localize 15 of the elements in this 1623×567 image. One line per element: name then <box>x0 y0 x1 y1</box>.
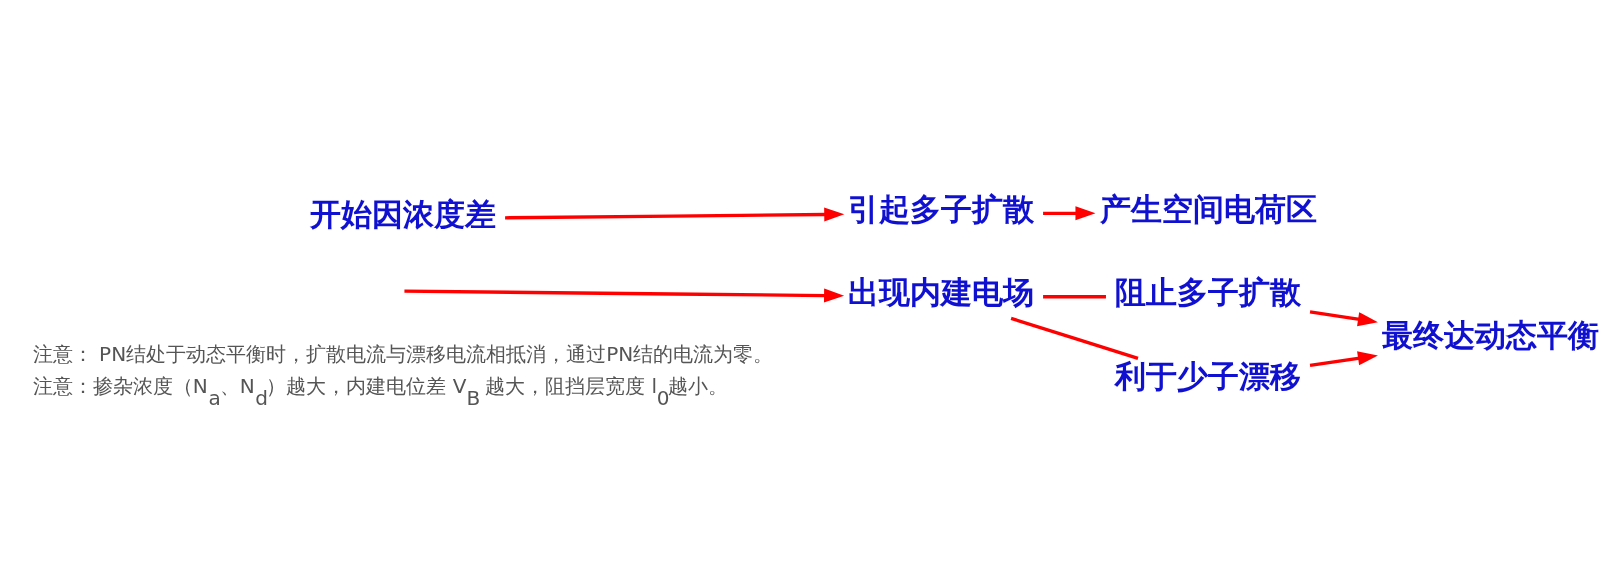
node-text: 产生空间电荷区 <box>1099 190 1317 227</box>
node-text: 最终达动态平衡 <box>1382 316 1600 353</box>
node-text: 出现内建电场 <box>848 274 1035 311</box>
arrow <box>1309 351 1378 368</box>
label: 注意： PN结处于动态平衡时，扩散电流与漂移电流相抵消，通过PN结的电流为零。 <box>32 341 774 366</box>
connector <box>1010 316 1139 361</box>
node-text: 引起多子扩散 <box>848 190 1035 227</box>
node-text: 利于少子漂移 <box>1115 357 1302 394</box>
arrow <box>1309 310 1378 327</box>
connector <box>1043 295 1106 299</box>
arrow <box>404 288 845 303</box>
node-text: 开始因浓度差 <box>310 196 497 233</box>
arrow <box>1043 206 1096 221</box>
node-text: 阻止多子扩散 <box>1115 274 1302 311</box>
arrow <box>505 207 845 222</box>
